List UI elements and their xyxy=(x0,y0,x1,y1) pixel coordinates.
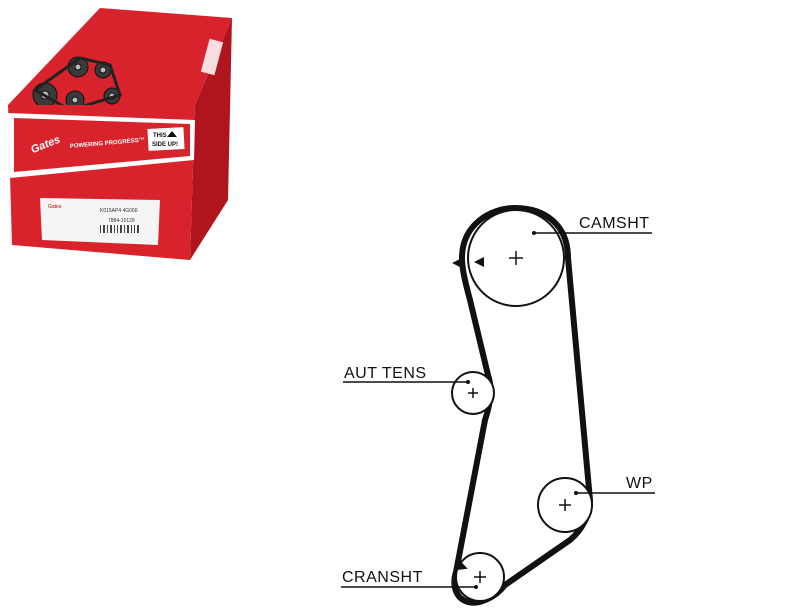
box-side-face xyxy=(190,18,232,260)
cam-timing-mark-right xyxy=(474,257,484,267)
box-top-face xyxy=(8,8,232,105)
water-pump-label: WP xyxy=(626,475,653,492)
crankshaft-label: CRANSHT xyxy=(342,569,423,586)
cam-timing-mark-left xyxy=(452,258,462,268)
side-logo-mark xyxy=(200,38,224,76)
tensioner-label: AUT TENS xyxy=(344,365,427,382)
crank-timing-mark xyxy=(456,560,468,570)
up-arrow-icon xyxy=(167,131,177,137)
orientation-line1: THIS xyxy=(153,133,167,139)
water-pump-center-mark xyxy=(559,499,571,511)
code-text: 7884-10129 xyxy=(108,218,135,224)
part-number-text: K015AP4 4G060 xyxy=(100,208,138,214)
this-side-up-label xyxy=(147,127,185,151)
tensioner-center-mark xyxy=(468,388,478,398)
belt-routing-diagram: CAMSHT AUT TENS WP CRANSHT xyxy=(341,205,655,606)
orientation-line2: SIDE UP! xyxy=(152,142,178,148)
barcode xyxy=(100,225,139,233)
camshaft-center-mark xyxy=(509,251,523,265)
gates-sticker-logo: Gates xyxy=(48,204,62,210)
crankshaft-center-mark xyxy=(474,571,486,583)
camshaft-label: CAMSHT xyxy=(579,215,650,232)
gates-product-box: Gates POWERING PROGRESS™ THIS SIDE UP! G… xyxy=(8,8,232,260)
barcode-sticker xyxy=(40,198,160,245)
